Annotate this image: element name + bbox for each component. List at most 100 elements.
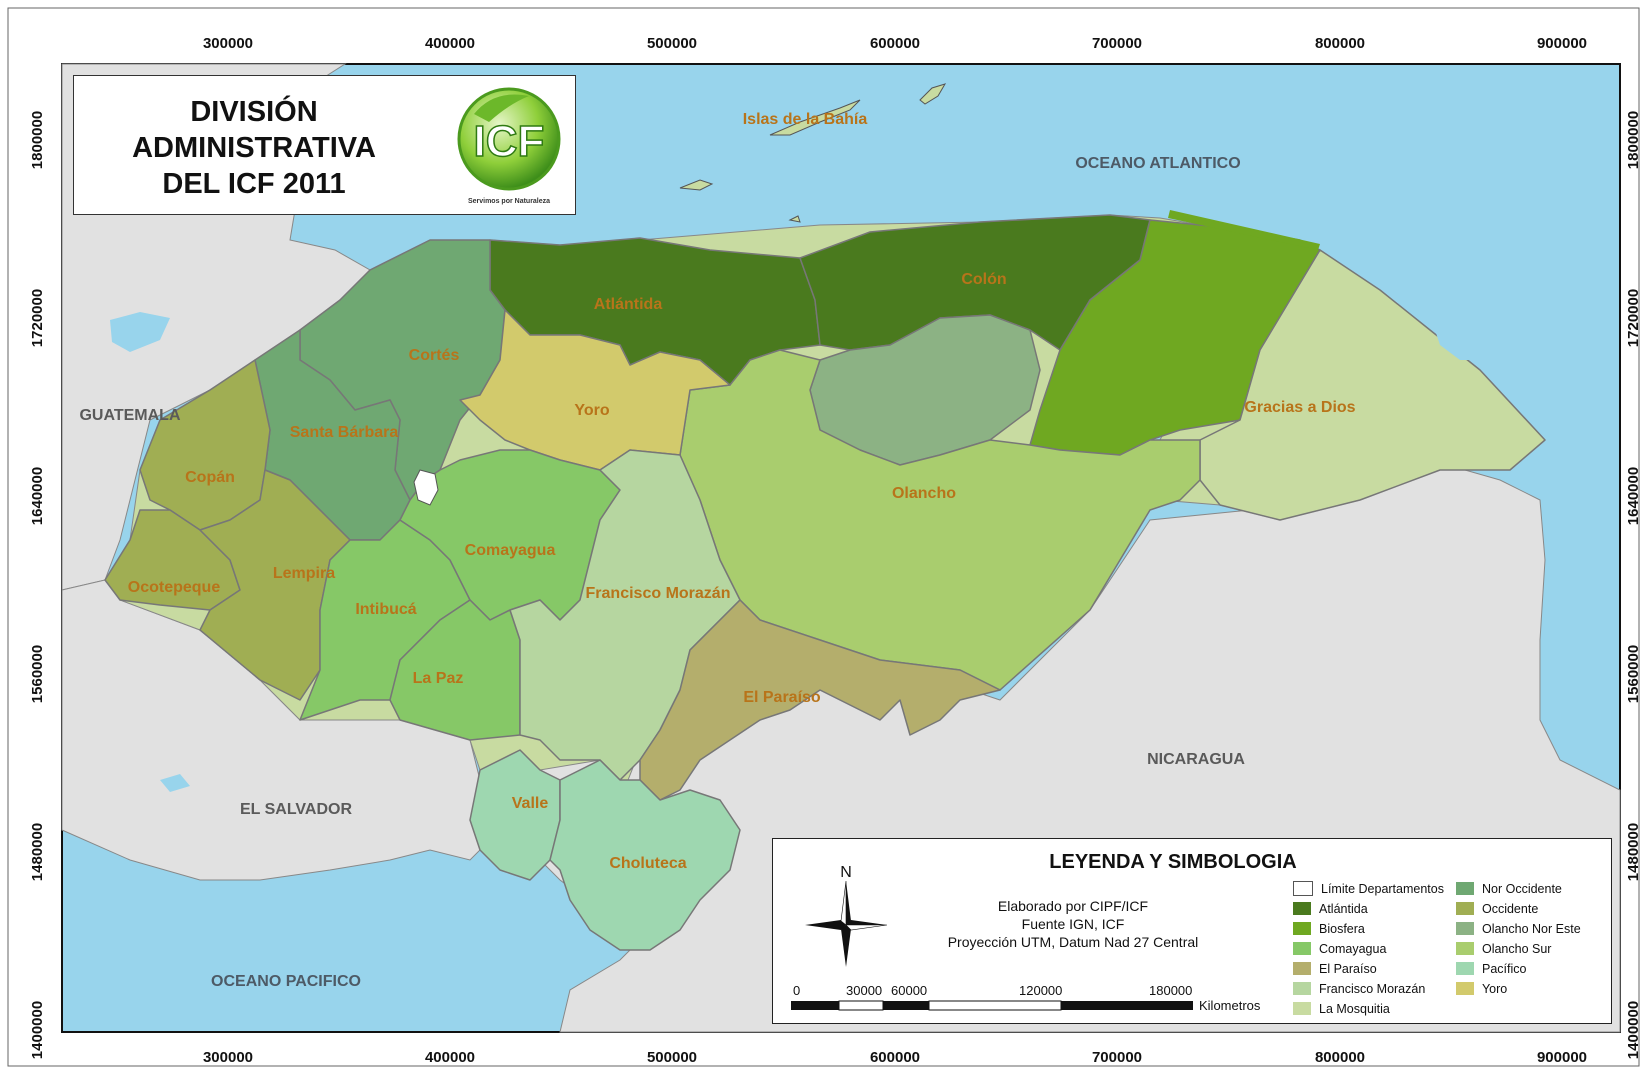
x-tick-bottom-5: 700000 bbox=[1092, 1049, 1142, 1066]
y-tick-left-5: 1480000 bbox=[29, 823, 46, 881]
y-tick-left-3: 1640000 bbox=[29, 467, 46, 525]
y-tick-left-2: 1720000 bbox=[29, 289, 46, 347]
legend-item: La Mosquitia bbox=[1293, 1001, 1444, 1016]
legend-item: Biosfera bbox=[1293, 921, 1444, 936]
island-roatan bbox=[769, 99, 861, 136]
logo-text: ICF bbox=[474, 117, 545, 166]
x-tick-top-5: 700000 bbox=[1092, 35, 1142, 52]
island-guanaja bbox=[919, 83, 947, 105]
label-comayagua: Comayagua bbox=[465, 542, 556, 559]
label-santa-barbara: Santa Bárbara bbox=[290, 424, 399, 441]
lake-caratasca bbox=[1430, 315, 1500, 360]
label-gracias-a-dios: Gracias a Dios bbox=[1244, 399, 1355, 416]
swatch-icon bbox=[1455, 882, 1474, 895]
y-tick-labels-left: 1800000 1720000 1640000 1560000 1480000 … bbox=[29, 111, 46, 1059]
legend-item: Pacífico bbox=[1455, 961, 1581, 976]
legend-item: Límite Departamentos bbox=[1293, 881, 1444, 896]
region-francisco-morazan bbox=[509, 449, 741, 781]
y-tick-left-1: 1800000 bbox=[29, 111, 46, 169]
y-tick-left-4: 1560000 bbox=[29, 645, 46, 703]
y-tick-left-6: 1400000 bbox=[29, 1001, 46, 1059]
region-el-paraiso bbox=[639, 599, 1001, 801]
scale-tick-60000: 60000 bbox=[891, 983, 927, 998]
legend-item: Nor Occidente bbox=[1455, 881, 1581, 896]
swatch-icon bbox=[1455, 902, 1474, 915]
logo-caption: Servimos por Naturaleza bbox=[467, 198, 551, 205]
title-line-3: DEL ICF 2011 bbox=[162, 168, 346, 200]
x-tick-top-1: 300000 bbox=[203, 35, 253, 52]
label-colon: Colón bbox=[961, 271, 1006, 288]
legend-item: Yoro bbox=[1455, 981, 1581, 996]
swatch-icon bbox=[1293, 902, 1311, 915]
legend-item: Comayagua bbox=[1293, 941, 1444, 956]
island-small bbox=[788, 215, 801, 223]
north-label: N bbox=[840, 864, 852, 881]
label-el-paraiso: El Paraíso bbox=[743, 689, 821, 706]
legend-title: LEYENDA Y SIMBOLOGIA bbox=[1049, 851, 1297, 873]
swatch-icon bbox=[1455, 982, 1474, 995]
x-tick-bottom-7: 900000 bbox=[1537, 1049, 1587, 1066]
legend-item: Occidente bbox=[1455, 901, 1581, 916]
swatch-icon bbox=[1293, 962, 1311, 975]
x-tick-bottom-1: 300000 bbox=[203, 1049, 253, 1066]
label-islas: Islas de la Bahía bbox=[743, 111, 868, 128]
x-tick-top-2: 400000 bbox=[425, 35, 475, 52]
x-tick-bottom-2: 400000 bbox=[425, 1049, 475, 1066]
label-nicaragua: NICARAGUA bbox=[1147, 751, 1245, 768]
label-olancho: Olancho bbox=[892, 485, 956, 502]
label-atlantida: Atlántida bbox=[594, 296, 663, 313]
label-el-salvador: EL SALVADOR bbox=[240, 801, 352, 818]
label-la-paz: La Paz bbox=[413, 670, 464, 687]
legend-column-1: Límite Departamentos Atlántida Biosfera … bbox=[1293, 881, 1444, 1016]
label-lempira: Lempira bbox=[273, 565, 335, 582]
boundary-swatch-icon bbox=[1293, 881, 1313, 896]
map-credits: Elaborado por CIPF/ICF Fuente IGN, ICF P… bbox=[903, 897, 1243, 951]
label-copan: Copán bbox=[185, 469, 235, 486]
label-ocean-pacific: OCEANO PACIFICO bbox=[211, 973, 361, 990]
swatch-icon bbox=[1293, 982, 1311, 995]
label-cortes: Cortés bbox=[409, 347, 460, 364]
x-tick-bottom-4: 600000 bbox=[870, 1049, 920, 1066]
y-tick-right-3: 1640000 bbox=[1625, 467, 1642, 525]
x-tick-labels-bottom: 300000 400000 500000 600000 700000 80000… bbox=[203, 1049, 1587, 1066]
legend-box: LEYENDA Y SIMBOLOGIA N Elaborado por CIP… bbox=[772, 838, 1612, 1024]
y-tick-right-4: 1560000 bbox=[1625, 645, 1642, 703]
title-line-1: DIVISIÓN bbox=[190, 96, 318, 128]
swatch-icon bbox=[1455, 942, 1474, 955]
swatch-icon bbox=[1455, 962, 1474, 975]
scale-bar: 0 30000 60000 120000 180000 Kilometros bbox=[791, 983, 1261, 1013]
label-choluteca: Choluteca bbox=[609, 855, 686, 872]
legend-items: Límite Departamentos Atlántida Biosfera … bbox=[1293, 881, 1581, 1016]
scale-tick-30000: 30000 bbox=[846, 983, 882, 998]
x-tick-labels-top: 300000 400000 500000 600000 700000 80000… bbox=[203, 35, 1587, 52]
legend-item: Olancho Nor Este bbox=[1455, 921, 1581, 936]
label-yoro: Yoro bbox=[574, 402, 609, 419]
scale-tick-180000: 180000 bbox=[1149, 983, 1192, 998]
departments bbox=[104, 210, 1546, 951]
y-tick-labels-right: 1800000 1720000 1640000 1560000 1480000 … bbox=[1625, 111, 1642, 1059]
label-francisco-morazan: Francisco Morazán bbox=[586, 585, 731, 602]
north-arrow-icon: N bbox=[805, 864, 888, 967]
credit-line-1: Elaborado por CIPF/ICF bbox=[997, 898, 1149, 914]
map-labels: Islas de la Bahía OCEANO ATLANTICO OCEAN… bbox=[79, 111, 1355, 990]
label-guatemala: GUATEMALA bbox=[79, 407, 180, 424]
x-tick-top-7: 900000 bbox=[1537, 35, 1587, 52]
legend-item: Atlántida bbox=[1293, 901, 1444, 916]
swatch-icon bbox=[1293, 1002, 1311, 1015]
legend-item: Francisco Morazán bbox=[1293, 981, 1444, 996]
map-title: DIVISIÓN ADMINISTRATIVA DEL ICF 2011 bbox=[74, 94, 434, 202]
coastal-strip bbox=[1168, 210, 1320, 250]
label-intibuca: Intibucá bbox=[355, 601, 416, 618]
lake-yojoa bbox=[413, 469, 439, 506]
y-tick-right-2: 1720000 bbox=[1625, 289, 1642, 347]
label-ocean-atlantic: OCEANO ATLANTICO bbox=[1075, 155, 1240, 172]
x-tick-top-3: 500000 bbox=[647, 35, 697, 52]
lake-izabal bbox=[110, 312, 170, 352]
lake-salvador bbox=[160, 774, 190, 792]
swatch-icon bbox=[1293, 922, 1311, 935]
title-line-2: ADMINISTRATIVA bbox=[132, 132, 376, 164]
x-tick-bottom-3: 500000 bbox=[647, 1049, 697, 1066]
legend-item: Olancho Sur bbox=[1455, 941, 1581, 956]
swatch-icon bbox=[1455, 922, 1474, 935]
legend-item: El Paraíso bbox=[1293, 961, 1444, 976]
